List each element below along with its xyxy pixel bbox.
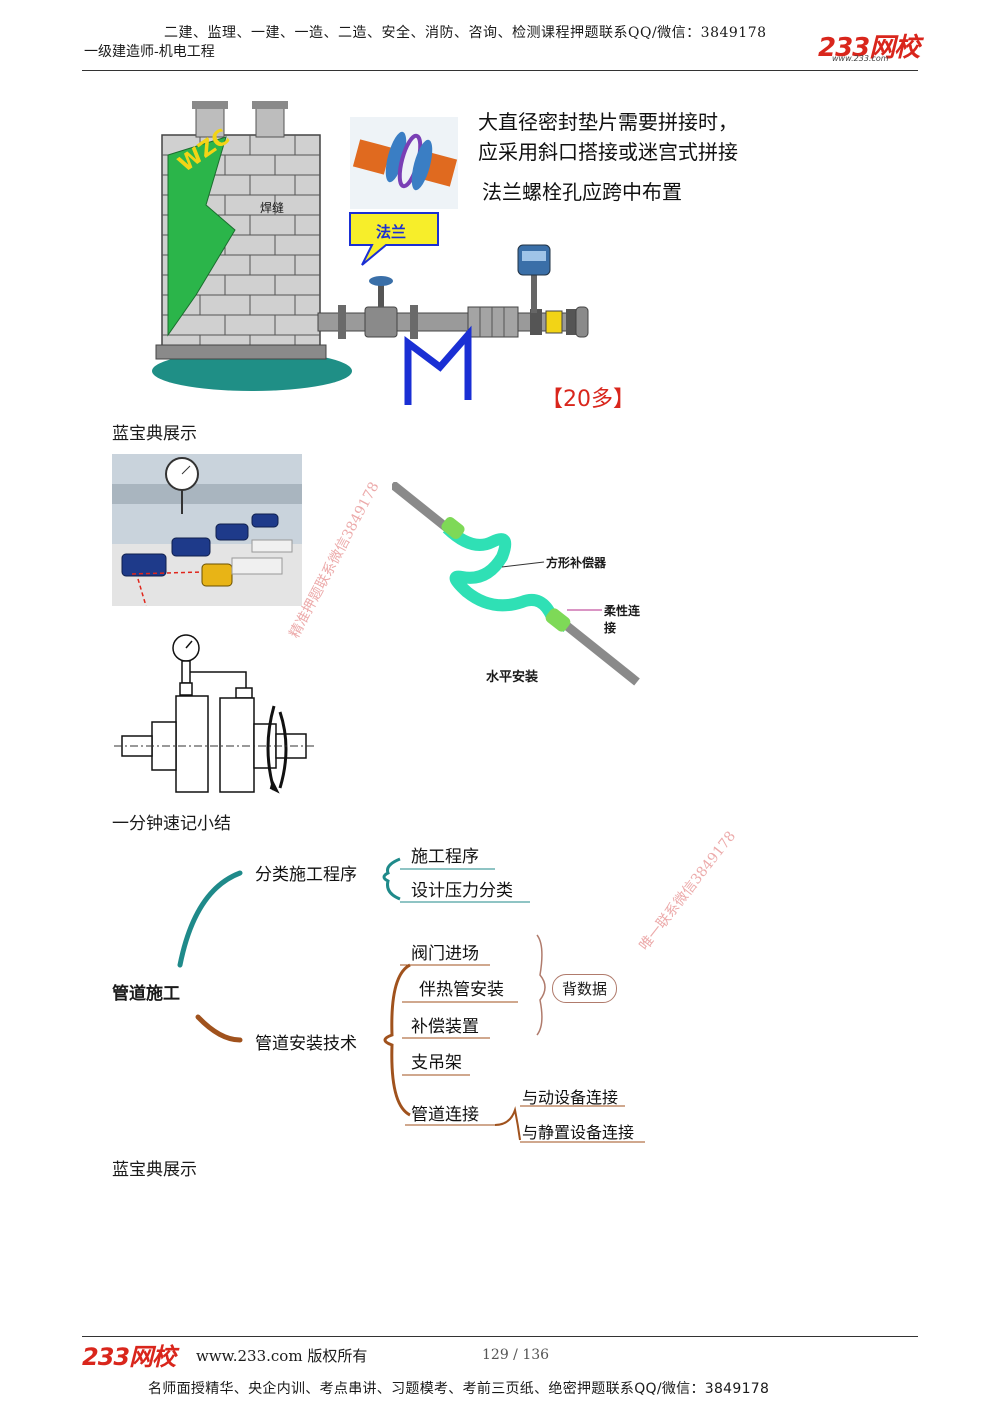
- coupling-alignment-diagram: [114, 628, 324, 800]
- mindmap-node-hangers: 支吊架: [411, 1053, 462, 1073]
- mindmap-connectors: [177, 857, 645, 1143]
- header-divider: [82, 70, 918, 71]
- mindmap-branch-installation: 管道安装技术: [255, 1034, 357, 1054]
- mindmap: 管道施工 分类施工程序 施工程序 设计压力分类 管道安装技术 阀门进场 伴热管安…: [100, 835, 760, 1145]
- tank-flange-figure: WZC 焊缝 法兰: [110, 95, 770, 410]
- header-logo: 233网校: [818, 33, 920, 63]
- page-number: 129 / 136: [482, 1347, 550, 1363]
- section-label-showcase-1: 蓝宝典展示: [112, 424, 197, 444]
- footer-ad-text: 名师面授精华、央企内训、考点串讲、习题模考、考前三页纸、绝密押题联系QQ/微信：…: [148, 1381, 770, 1397]
- footer-divider: [82, 1336, 918, 1337]
- bolt-hole-note: 法兰螺栓孔应跨中布置: [482, 180, 682, 204]
- section-label-summary: 一分钟速记小结: [112, 814, 231, 834]
- mindmap-root: 管道施工: [112, 984, 180, 1004]
- mindmap-node-construction-procedure: 施工程序: [411, 847, 479, 867]
- weld-label: 焊缝: [260, 201, 285, 215]
- mindmap-node-dynamic-equipment: 与动设备连接: [522, 1088, 619, 1107]
- count-badge: 【20多】: [541, 387, 635, 412]
- mindmap-node-compensator: 补偿装置: [411, 1017, 479, 1037]
- mindmap-node-valve-entry: 阀门进场: [411, 944, 479, 964]
- footer-logo: 233网校: [82, 1343, 176, 1371]
- pump-alignment-image: [112, 454, 302, 607]
- horizontal-install-label: 水平安装: [486, 670, 539, 685]
- mindmap-node-pipe-connection: 管道连接: [411, 1105, 479, 1125]
- gasket-note-line1: 大直径密封垫片需要拼接时，: [478, 110, 738, 134]
- header-logo-url: www.233.com: [832, 54, 889, 63]
- header-subtitle: 一级建造师-机电工程: [84, 44, 215, 60]
- flange-callout-label: 法兰: [376, 223, 407, 241]
- mindmap-node-design-pressure: 设计压力分类: [411, 881, 513, 901]
- tank-flange-illustration: [152, 101, 589, 405]
- mindmap-node-tracing-pipe: 伴热管安装: [419, 980, 504, 1000]
- pump-alignment-photo: [112, 454, 302, 607]
- section-label-showcase-2: 蓝宝典展示: [112, 1160, 197, 1180]
- header-ad-text: 二建、监理、一建、一造、二造、安全、消防、咨询、检测课程押题联系QQ/微信：38…: [164, 25, 767, 41]
- compensator-illustration: [389, 480, 640, 686]
- compensator-figure: 方形补偿器 柔性连接: [389, 480, 642, 687]
- coupling-alignment-drawing: [114, 634, 314, 794]
- gasket-note-line2: 应采用斜口搭接或迷宫式拼接: [478, 140, 738, 164]
- flexible-connection-label: 柔性连接: [604, 604, 641, 635]
- mindmap-node-static-equipment: 与静置设备连接: [522, 1123, 635, 1142]
- square-compensator-label: 方形补偿器: [546, 556, 607, 570]
- footer-copyright: www.233.com 版权所有: [196, 1347, 368, 1365]
- mindmap-tag-memorize: 背数据: [552, 974, 618, 1003]
- mindmap-branch-classification: 分类施工程序: [255, 865, 357, 885]
